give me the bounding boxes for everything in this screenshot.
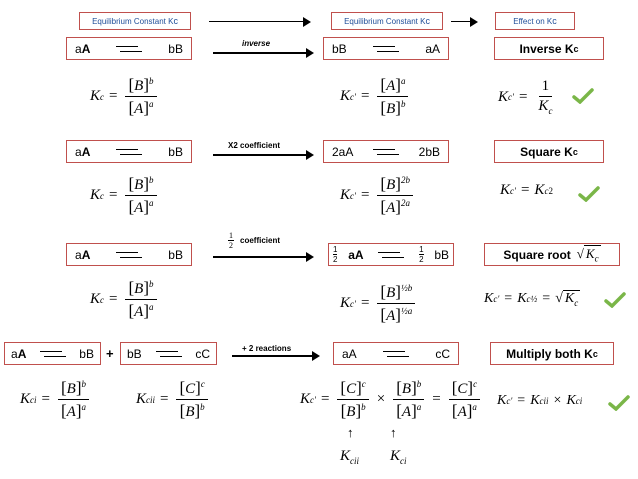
row1-reaction-right: bB aA xyxy=(323,37,449,60)
equilibrium-arrow-icon xyxy=(116,45,143,53)
row3-effect: Square root √Kc xyxy=(484,243,620,266)
row4-right-arrow-icon xyxy=(232,351,320,361)
kcii-label: Kcii xyxy=(340,448,360,466)
plus-sign: + xyxy=(106,346,114,361)
checkmark-icon xyxy=(572,88,594,104)
row2-reaction-left: aA bB xyxy=(66,140,192,163)
equilibrium-arrow-icon xyxy=(155,350,182,358)
checkmark-icon xyxy=(578,186,600,202)
equilibrium-arrow-icon xyxy=(378,251,405,259)
equilibrium-arrow-icon xyxy=(39,350,66,358)
equilibrium-arrow-icon xyxy=(116,148,143,156)
up-arrow-icon: ↑ xyxy=(347,425,354,440)
row1-right-arrow-icon xyxy=(213,48,314,58)
row4-reaction-left-2: bB cC xyxy=(120,342,217,365)
checkmark-icon xyxy=(604,292,626,308)
row4-arrow-label: + 2 reactions xyxy=(242,344,292,353)
equilibrium-arrow-icon xyxy=(116,251,143,259)
header-effect-text: Effect on K xyxy=(513,16,553,26)
row2-right-arrow-icon xyxy=(213,150,314,160)
equilibrium-arrow-icon xyxy=(373,148,399,156)
header-arrow-2 xyxy=(451,17,478,27)
up-arrow-icon: ↑ xyxy=(390,425,397,440)
header-arrow xyxy=(209,17,311,27)
row3-reaction-left: aA bB xyxy=(66,243,192,266)
equilibrium-arrow-icon xyxy=(383,350,409,358)
row1-reaction-left: aA bB xyxy=(66,37,192,60)
row2-arrow-label: X2 coefficient xyxy=(228,141,281,150)
row3-right-arrow-icon xyxy=(213,252,314,262)
equilibrium-arrow-icon xyxy=(373,45,399,53)
row2-reaction-right: 2aA 2bB xyxy=(323,140,449,163)
row4-reaction-left: aA bB xyxy=(4,342,101,365)
row1-arrow-label: inverse xyxy=(242,39,271,48)
row3-arrow-label: 1 2 coefficient xyxy=(228,231,281,250)
checkmark-icon xyxy=(608,395,630,411)
row4-reaction-right: aA cC xyxy=(333,342,459,365)
header-equilibrium-text: Equilibrium Constant K xyxy=(92,16,174,26)
header-new-text: Equilibrium Constant K xyxy=(344,16,426,26)
kci-label: Kci xyxy=(390,448,407,466)
